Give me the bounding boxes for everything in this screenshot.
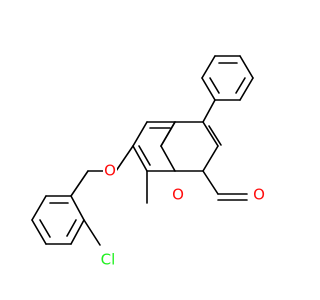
bond (202, 145, 219, 172)
label-background (103, 162, 117, 180)
bond (70, 170, 89, 197)
label-background (252, 186, 266, 204)
bond (83, 219, 101, 246)
bond (160, 121, 176, 147)
bond (132, 121, 148, 147)
benzo-ring (132, 121, 176, 172)
chlorobenzyl-ring (31, 170, 89, 245)
molecule-structure: O O O Cl (31, 55, 266, 269)
bond (239, 77, 254, 101)
bond (31, 195, 47, 221)
chlorine-text: Cl (101, 251, 116, 269)
carbonyl-oxygen-text: O (253, 186, 265, 204)
bond (70, 219, 85, 245)
bond (201, 55, 216, 79)
bond (138, 145, 151, 166)
bond (209, 77, 220, 94)
bond (115, 145, 134, 172)
label-background (171, 186, 185, 204)
bond (201, 77, 216, 101)
bond (208, 125, 222, 146)
ring-oxygen-label: O (171, 186, 185, 204)
chlorine-label: Cl (97, 251, 119, 269)
bond (31, 219, 47, 245)
ether-oxygen-text: O (104, 162, 116, 180)
bond (70, 195, 85, 221)
label-background (97, 251, 119, 269)
bond (239, 55, 254, 79)
bond (202, 99, 216, 123)
bond (39, 219, 51, 238)
bond (202, 121, 219, 147)
bond (66, 219, 77, 237)
ring-oxygen-text: O (172, 186, 184, 204)
phenyl-ring (201, 55, 254, 101)
bond (132, 145, 148, 172)
molecule-canvas: O O O Cl (31, 55, 266, 269)
ether-oxygen-label: O (103, 162, 117, 180)
carbonyl-oxygen-label: O (252, 186, 266, 204)
bond (202, 170, 219, 195)
bond (235, 77, 246, 94)
bond (160, 145, 176, 172)
